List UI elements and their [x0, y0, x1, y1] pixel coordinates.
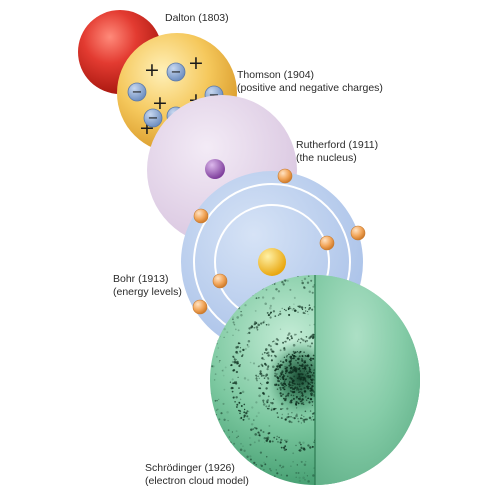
electron: [350, 225, 366, 241]
positive-charge: +: [152, 92, 168, 114]
schrodinger-note: (electron cloud model): [145, 475, 249, 487]
dalton-label: Dalton (1803): [165, 12, 229, 24]
schrodinger-sphere: [210, 275, 420, 485]
negative-charge: −: [166, 62, 186, 82]
thomson-note: (positive and negative charges): [237, 82, 383, 94]
rutherford-nucleus: [205, 159, 225, 179]
negative-charge: −: [127, 82, 147, 102]
bohr-nucleus: [258, 248, 286, 276]
rutherford-note: (the nucleus): [296, 152, 357, 164]
svg-text:−: −: [132, 85, 143, 100]
bohr-note: (energy levels): [113, 286, 182, 298]
electron: [319, 235, 335, 251]
svg-text:−: −: [148, 111, 159, 126]
electron: [193, 208, 209, 224]
bohr-label: Bohr (1913): [113, 273, 169, 285]
negative-charge: −: [143, 108, 163, 128]
electron: [212, 273, 228, 289]
thomson-label: Thomson (1904): [237, 69, 315, 81]
schrodinger-label: Schrödinger (1926): [145, 462, 235, 474]
rutherford-label: Rutherford (1911): [296, 139, 379, 151]
positive-charge: +: [144, 59, 160, 81]
electron: [192, 299, 208, 315]
electron: [277, 168, 293, 184]
positive-charge: +: [188, 52, 204, 74]
svg-text:−: −: [171, 65, 182, 80]
